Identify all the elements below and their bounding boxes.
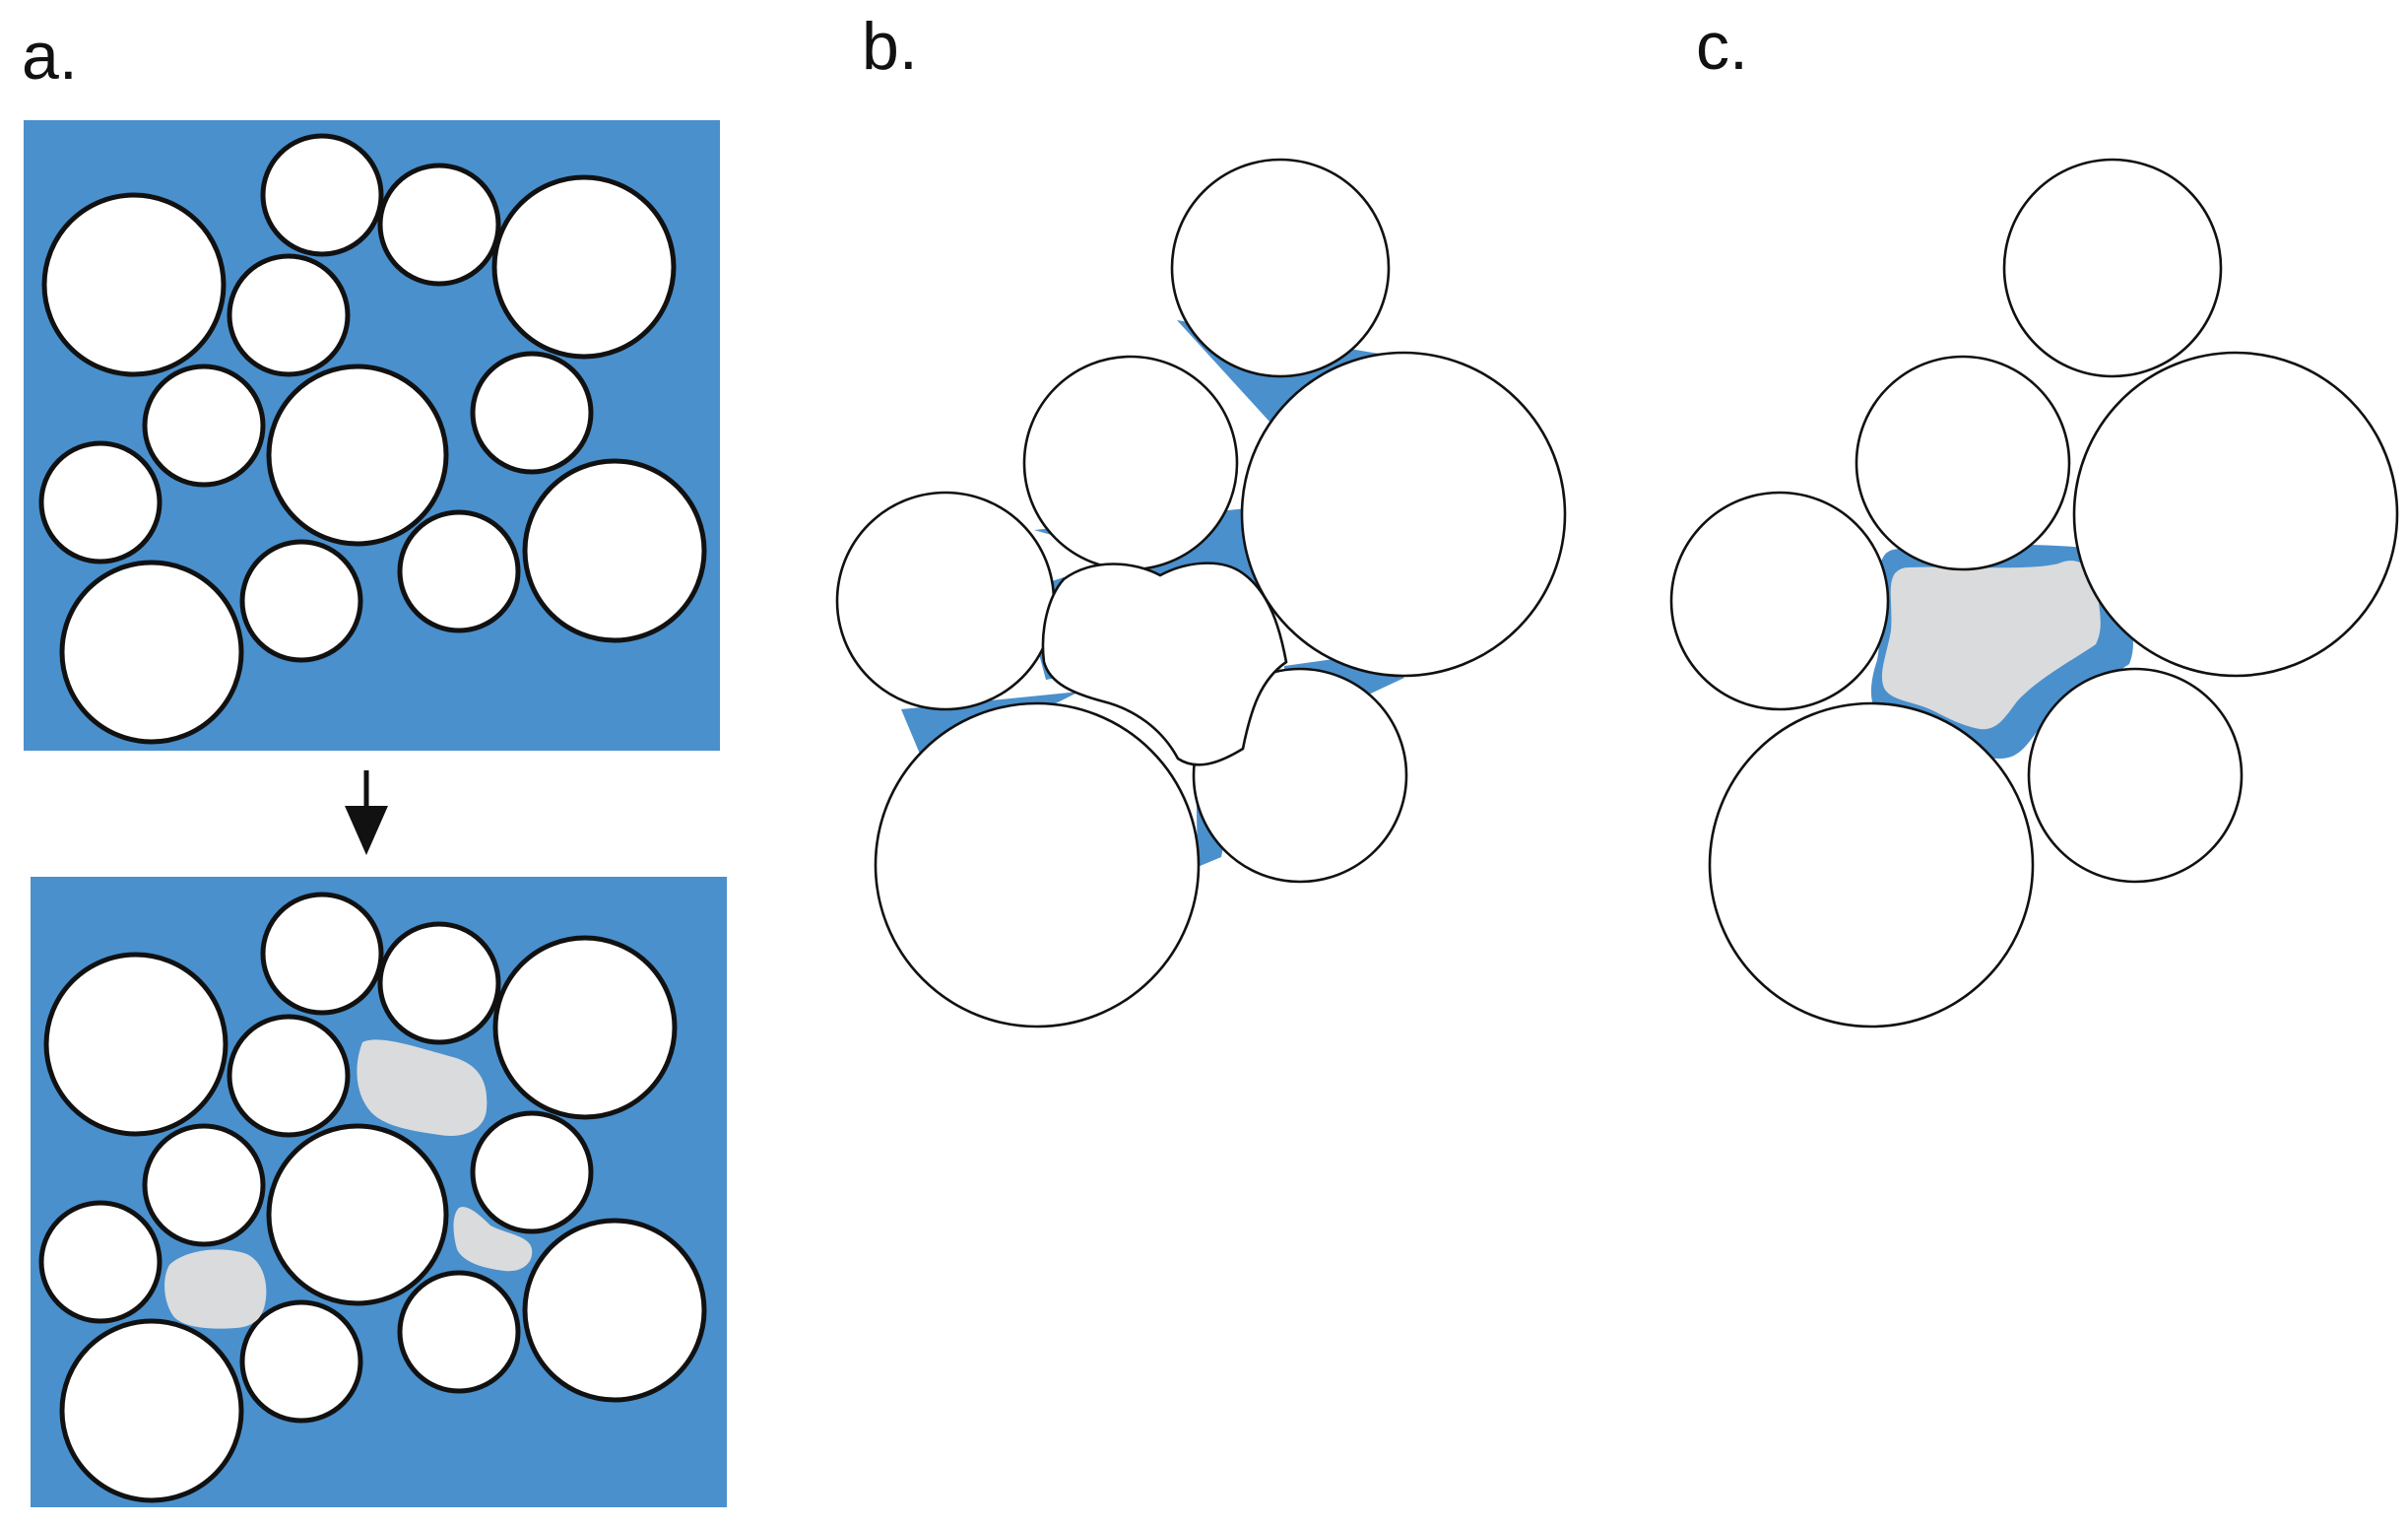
- grain: [470, 1110, 594, 1234]
- precipitate-patch: [453, 1207, 533, 1272]
- grain: [1240, 351, 1567, 678]
- grain: [38, 1200, 163, 1324]
- grain: [1708, 701, 2035, 1028]
- grain: [2002, 158, 2223, 378]
- grain: [470, 351, 594, 475]
- grain: [59, 1318, 244, 1503]
- grain: [491, 174, 677, 360]
- precipitate-patch: [357, 1039, 488, 1136]
- grain: [1669, 491, 1890, 711]
- grain: [492, 935, 678, 1120]
- grain: [1022, 355, 1239, 571]
- grain: [142, 1123, 266, 1247]
- grain: [38, 440, 163, 564]
- grain: [260, 133, 384, 257]
- panel-a-label: a.: [22, 19, 78, 94]
- grain: [59, 560, 244, 745]
- central-grain: [1041, 562, 1288, 766]
- grain: [239, 539, 363, 663]
- grain: [2072, 351, 2399, 678]
- panel-b-diagram: [835, 158, 1567, 1028]
- grain: [1855, 355, 2071, 571]
- grain: [377, 921, 501, 1045]
- grain: [266, 364, 449, 547]
- precipitate-patch: [164, 1249, 267, 1329]
- precipitate-patch: [1881, 561, 2101, 730]
- grain: [377, 163, 501, 287]
- grain-group: [835, 158, 1567, 1028]
- panel-a-after: [31, 877, 727, 1507]
- arrow-down-icon: [345, 770, 388, 855]
- panel-b-label: b.: [862, 9, 918, 84]
- panel-c-label: c.: [1696, 9, 1748, 84]
- grain: [397, 1270, 521, 1394]
- panel-a-before: [24, 120, 720, 751]
- grain: [227, 1014, 351, 1138]
- grain: [397, 509, 521, 633]
- grain: [41, 192, 227, 377]
- grain: [1170, 158, 1391, 378]
- grain: [43, 952, 228, 1137]
- grain: [835, 491, 1056, 711]
- grain: [522, 458, 707, 643]
- grain-group: [38, 133, 707, 745]
- grain: [227, 253, 351, 377]
- grain-group: [38, 892, 707, 1503]
- grain: [522, 1218, 707, 1403]
- grain: [142, 364, 266, 488]
- grain: [260, 892, 384, 1016]
- grain: [239, 1299, 363, 1424]
- panel-c-diagram: [1669, 158, 2399, 1028]
- grain-group: [1669, 158, 2399, 1028]
- grain: [2027, 667, 2244, 884]
- grain: [874, 701, 1201, 1028]
- grain: [266, 1123, 449, 1306]
